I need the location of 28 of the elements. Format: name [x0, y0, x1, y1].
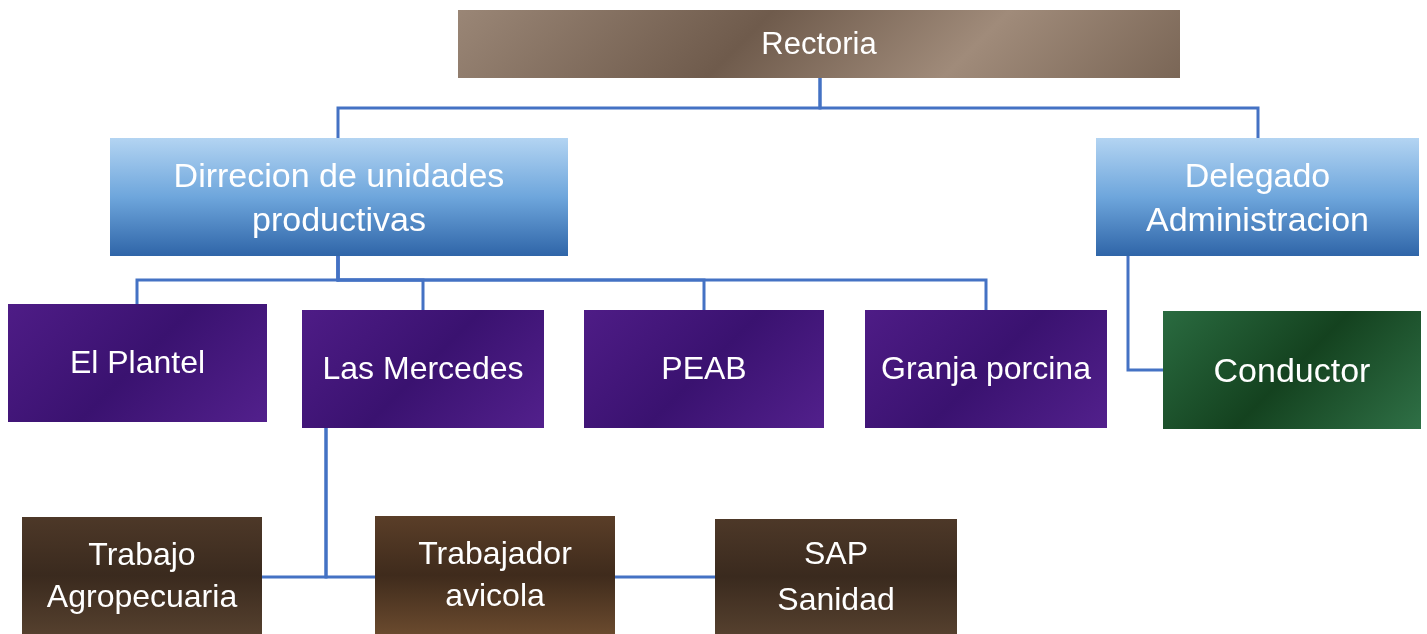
unit-box: [8, 304, 267, 422]
box-label: Trabajo Agropecuaria: [45, 534, 239, 616]
department-box: [110, 138, 568, 256]
box-label: Granja porcina: [881, 349, 1091, 389]
role-box: [1163, 311, 1421, 429]
box-label: Trabajador avicola: [417, 534, 573, 615]
box-label: SAP: [804, 533, 868, 573]
box-label: Las Mercedes: [322, 349, 524, 389]
connector-line: [324, 428, 375, 579]
worker-box: [375, 516, 615, 634]
title-box: [458, 10, 1180, 78]
box-label: Conductor: [1213, 349, 1371, 391]
box-label: Rectoria: [761, 24, 877, 63]
unit-box: [865, 310, 1107, 428]
box-label: Delegado Administracion: [1145, 154, 1370, 240]
connector-line: [615, 575, 715, 579]
unit-box: [584, 310, 824, 428]
box-label: Dirrecion de unidades productivas: [172, 154, 506, 240]
box-label: Sanidad: [777, 579, 895, 619]
worker-box: [22, 517, 262, 634]
box-label: PEAB: [661, 349, 747, 389]
department-box: [1096, 138, 1419, 256]
unit-box: [302, 310, 544, 428]
box-label: El Plantel: [69, 343, 206, 383]
connector-line: [818, 78, 1260, 138]
connector-line: [1126, 256, 1163, 372]
worker-box: [715, 519, 957, 634]
connector-line: [336, 256, 988, 310]
